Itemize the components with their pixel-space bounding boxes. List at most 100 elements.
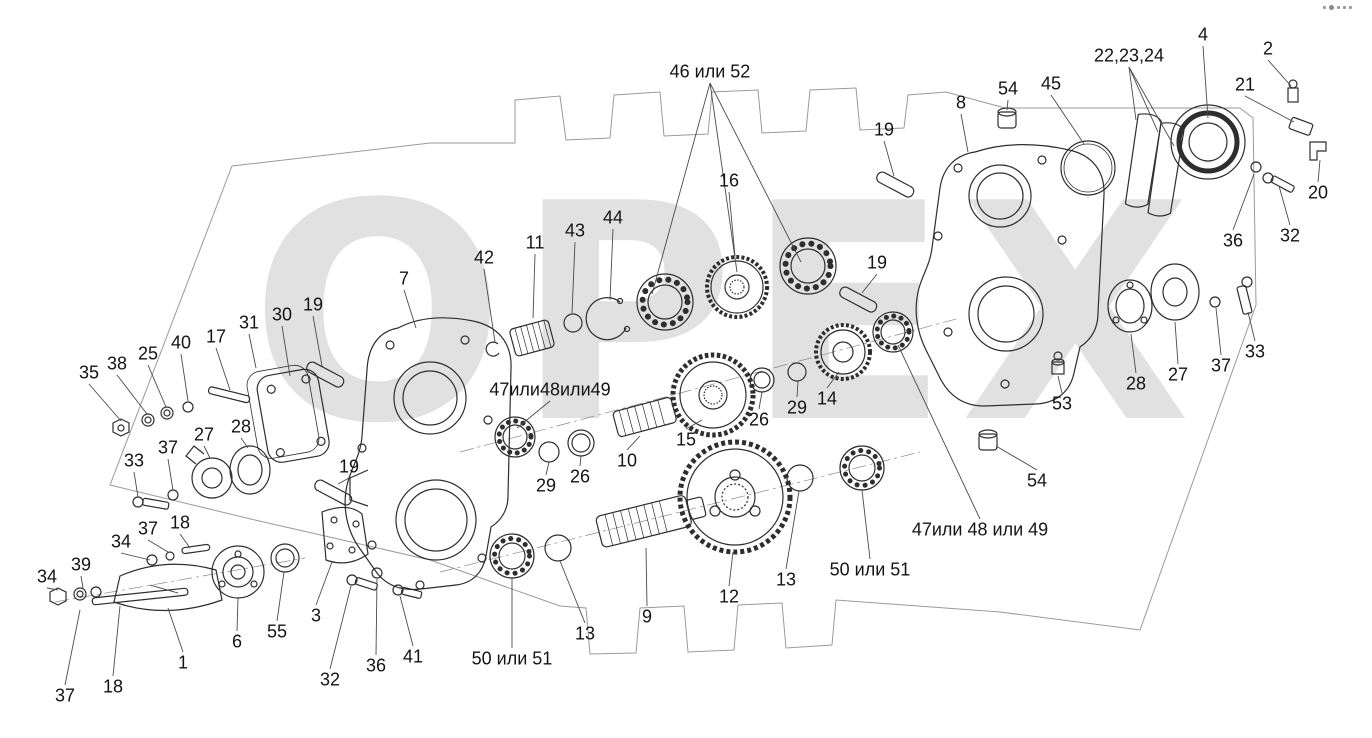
corner-stamp <box>1323 5 1352 10</box>
part-callout: 28 <box>230 416 252 437</box>
lock-plates-22-23-24 <box>1124 113 1185 217</box>
part-callout: 14 <box>816 388 838 409</box>
left-housing-drawing <box>344 317 512 591</box>
ring-13-bottom <box>544 534 572 562</box>
leader-line <box>897 344 981 520</box>
part-callout: 15 <box>675 429 697 450</box>
leader-line <box>120 552 151 561</box>
part-callout: 12 <box>718 586 740 607</box>
leader-line <box>1130 333 1137 374</box>
part-callout: 41 <box>402 646 424 667</box>
part-callout: 42 <box>473 247 495 268</box>
part-callout: 34 <box>110 531 132 552</box>
leader-line <box>80 575 84 589</box>
nut-35 <box>112 418 130 437</box>
leader-line <box>995 445 1038 471</box>
part-callout: 33 <box>123 450 145 471</box>
leader-line <box>685 419 703 430</box>
part-callout: 8 <box>955 92 967 113</box>
part-callout: 27 <box>193 424 215 445</box>
part-callout: 37 <box>1210 355 1232 376</box>
part-callout: 9 <box>641 606 653 627</box>
drawing-parts <box>49 79 1327 612</box>
part-callout: 21 <box>1234 74 1256 95</box>
part-callout: 55 <box>266 621 288 642</box>
part-callout: 37 <box>137 518 159 539</box>
leader-line <box>276 571 285 622</box>
leader-line <box>626 435 641 451</box>
part-callout: 29 <box>535 475 557 496</box>
part-callout: 10 <box>616 450 638 471</box>
bolt-18-long <box>91 587 189 606</box>
leader-line <box>1128 66 1159 133</box>
part-callout: 25 <box>137 343 159 364</box>
part-callout: 43 <box>564 220 586 241</box>
part-callout: 13 <box>775 569 797 590</box>
part-callout: 50 или 51 <box>471 648 553 669</box>
leader-line <box>375 578 378 656</box>
plate-28-left <box>229 445 271 495</box>
part-callout: 29 <box>786 397 808 418</box>
leader-line <box>1128 66 1175 147</box>
bracket-27-left <box>185 445 233 499</box>
bolt-32-right <box>1262 172 1295 193</box>
part-callout: 37 <box>157 437 179 458</box>
leader-line <box>215 347 231 391</box>
stud-17 <box>207 386 251 404</box>
part-callout: 39 <box>70 554 92 575</box>
snap-ring-44 <box>585 297 631 341</box>
leader-line <box>203 445 211 459</box>
leader-line <box>960 113 969 153</box>
pin-19-b <box>839 286 878 313</box>
right-housing-drawing <box>915 144 1105 407</box>
leader-line <box>248 333 257 369</box>
part-callout: 36 <box>1222 230 1244 251</box>
leader-line <box>1317 159 1321 183</box>
leader-line <box>1174 321 1179 365</box>
part-callout: 32 <box>1279 225 1301 246</box>
washer-39 <box>73 587 87 601</box>
part-callout: 1 <box>177 652 189 673</box>
leader-line <box>116 374 148 415</box>
part-callout: 40 <box>170 332 192 353</box>
plug-54-bottom <box>978 429 998 451</box>
leader-line <box>315 561 333 606</box>
part-callout: 34 <box>36 566 58 587</box>
fitting-21 <box>1288 116 1314 136</box>
part-callout: 45 <box>1040 73 1062 94</box>
leader-line <box>516 400 551 429</box>
leader-line <box>1057 375 1063 394</box>
leader-line <box>1050 94 1085 145</box>
part-callout: 28 <box>1125 373 1147 394</box>
leader-line <box>337 477 350 485</box>
leader-line <box>728 191 736 257</box>
part-callout: 4 <box>1197 24 1209 45</box>
axis-line-upper <box>459 317 961 453</box>
part-callout: 44 <box>602 207 624 228</box>
clip-42 <box>485 341 500 357</box>
bearing-46-52-b <box>779 237 837 295</box>
leader-line <box>240 437 249 449</box>
washer-37-b <box>90 586 102 598</box>
leader-line <box>1244 95 1295 123</box>
leader-line <box>579 455 582 467</box>
plate-28-right <box>1107 279 1153 333</box>
leader-line <box>1278 185 1291 226</box>
part-callout: 7 <box>398 268 410 289</box>
leader-line <box>796 380 799 398</box>
pin-19-c <box>306 361 345 388</box>
leader-line <box>609 228 614 301</box>
part-callout: 32 <box>319 669 341 690</box>
part-callout: 17 <box>205 326 227 347</box>
bearing-46-52-a <box>636 273 694 331</box>
part-callout: 3 <box>310 605 322 626</box>
o-ring-45 <box>1060 140 1116 196</box>
leader-line <box>236 597 239 632</box>
leader-line <box>1202 45 1209 119</box>
gear-14 <box>814 323 872 381</box>
washer-38 <box>141 413 155 427</box>
leader-line <box>312 315 323 367</box>
